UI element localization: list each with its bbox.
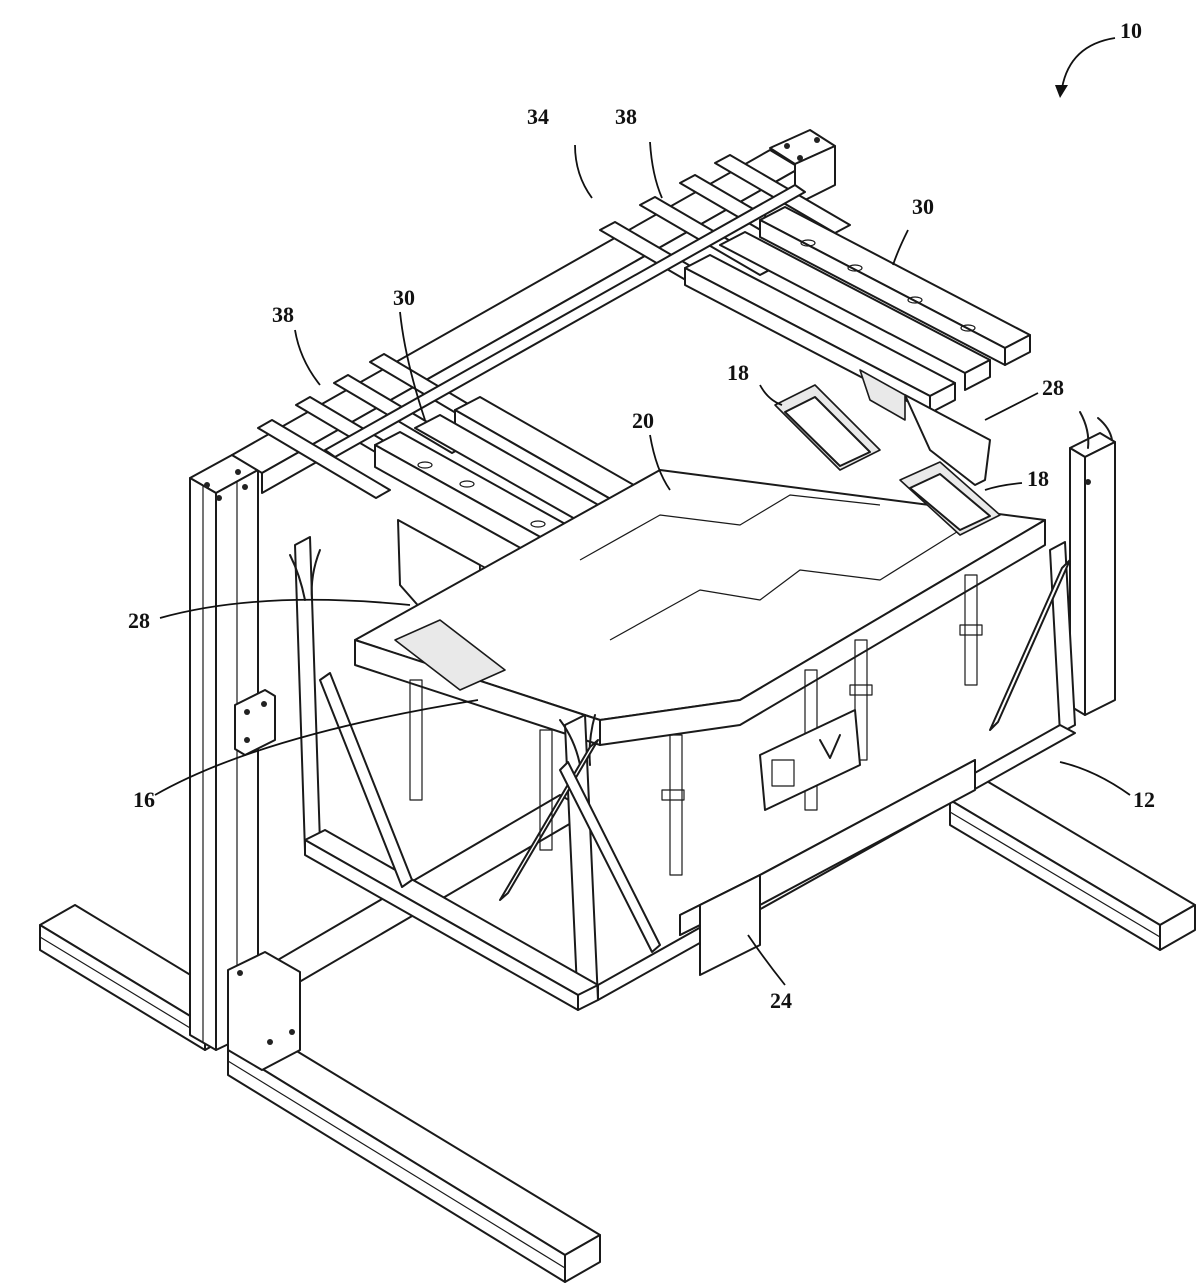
left-column — [189, 454, 259, 1051]
carriage-crossbar — [324, 184, 806, 458]
ref-30-right: 30 — [912, 194, 934, 219]
ref-38-top: 38 — [615, 104, 637, 129]
ref-16: 16 — [133, 787, 155, 812]
ref-18-right: 18 — [1027, 466, 1049, 491]
ref-30-left: 30 — [393, 285, 415, 310]
left-column-bracket — [234, 689, 276, 756]
mold-pocket-18-front — [899, 461, 1001, 536]
floor-beam-right — [949, 779, 1196, 951]
right-column — [1069, 411, 1116, 716]
ref-38-left: 38 — [272, 302, 294, 327]
ref-10: 10 — [1120, 18, 1142, 43]
assembly-arrow — [1055, 37, 1116, 98]
ref-34: 34 — [527, 104, 549, 129]
reference-numerals: 10 34 38 30 38 30 18 20 28 18 28 16 12 2… — [128, 18, 1155, 1013]
left-column-base-plate — [227, 951, 301, 1071]
ref-28-left: 28 — [128, 608, 150, 633]
lift-beam-right-inner — [719, 231, 991, 391]
ref-24: 24 — [770, 988, 792, 1013]
leader-lines — [154, 141, 1131, 986]
mold-pocket-18-rear — [774, 384, 881, 471]
ref-12: 12 — [1133, 787, 1155, 812]
ref-20: 20 — [632, 408, 654, 433]
lift-carrier-right — [859, 369, 991, 486]
floor-beam-left-front — [227, 1029, 601, 1283]
ref-18-left: 18 — [727, 360, 749, 385]
fork-pocket — [679, 759, 976, 976]
mold-pocket-left — [394, 619, 506, 691]
ref-28-right: 28 — [1042, 375, 1064, 400]
nameplate — [759, 709, 861, 811]
fixture-tray — [354, 469, 1046, 746]
lift-beam-right-front — [759, 206, 1031, 366]
